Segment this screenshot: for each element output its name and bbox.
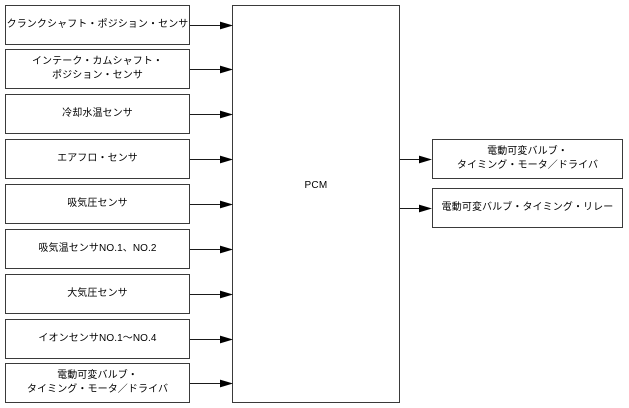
input-box-barometric-pressure-sensor: 大気圧センサ	[5, 274, 190, 314]
input-arrow-crankshaft-position-sensor	[190, 21, 233, 30]
input-box-label: インテーク・カムシャフト・ ポジション・センサ	[31, 56, 164, 81]
input-box-label: 電動可変バルブ・ タイミング・モータ／ドライバ	[26, 370, 169, 395]
input-box-intake-pressure-sensor: 吸気圧センサ	[5, 184, 190, 224]
input-box-label: 吸気温センサNO.1、NO.2	[38, 243, 157, 254]
input-box-label: 吸気圧センサ	[67, 198, 128, 209]
input-arrow-intake-air-temperature-sensor	[190, 245, 233, 254]
input-arrow-barometric-pressure-sensor	[190, 290, 233, 299]
input-arrow-intake-pressure-sensor	[190, 200, 233, 209]
input-box-label: クランクシャフト・ポジション・センサ	[6, 19, 189, 30]
output-box-label: 電動可変バルブ・ タイミング・モータ／ドライバ	[456, 146, 599, 171]
input-arrow-intake-camshaft-position-sensor	[190, 65, 233, 74]
input-arrow-electric-vvt-motor-driver	[190, 379, 233, 388]
input-arrow-air-flow-sensor	[190, 155, 233, 164]
input-box-ion-sensor: イオンセンサNO.1～NO.4	[5, 319, 190, 359]
input-box-label: エアフロ・センサ	[57, 153, 138, 164]
input-arrow-coolant-temperature-sensor	[190, 110, 233, 119]
input-box-intake-camshaft-position-sensor: インテーク・カムシャフト・ ポジション・センサ	[5, 49, 190, 89]
input-box-label: イオンセンサNO.1～NO.4	[38, 333, 157, 344]
output-box-label: 電動可変バルブ・タイミング・リレー	[441, 202, 614, 213]
output-arrow-electric-vvt-relay	[400, 204, 432, 213]
input-box-air-flow-sensor: エアフロ・センサ	[5, 139, 190, 179]
input-box-label: 大気圧センサ	[67, 288, 128, 299]
pcm-label: PCM	[304, 180, 328, 191]
input-box-electric-vvt-motor-driver: 電動可変バルブ・ タイミング・モータ／ドライバ	[5, 363, 190, 403]
input-box-crankshaft-position-sensor: クランクシャフト・ポジション・センサ	[5, 5, 190, 45]
pcm-block: PCM	[232, 5, 400, 403]
input-box-intake-air-temperature-sensor: 吸気温センサNO.1、NO.2	[5, 229, 190, 269]
output-arrow-electric-vvt-motor-driver	[400, 155, 432, 164]
input-box-label: 冷却水温センサ	[62, 108, 133, 119]
input-box-coolant-temperature-sensor: 冷却水温センサ	[5, 94, 190, 134]
input-arrow-ion-sensor	[190, 335, 233, 344]
output-box-electric-vvt-motor-driver: 電動可変バルブ・ タイミング・モータ／ドライバ	[432, 139, 623, 179]
output-box-electric-vvt-relay: 電動可変バルブ・タイミング・リレー	[432, 188, 623, 228]
